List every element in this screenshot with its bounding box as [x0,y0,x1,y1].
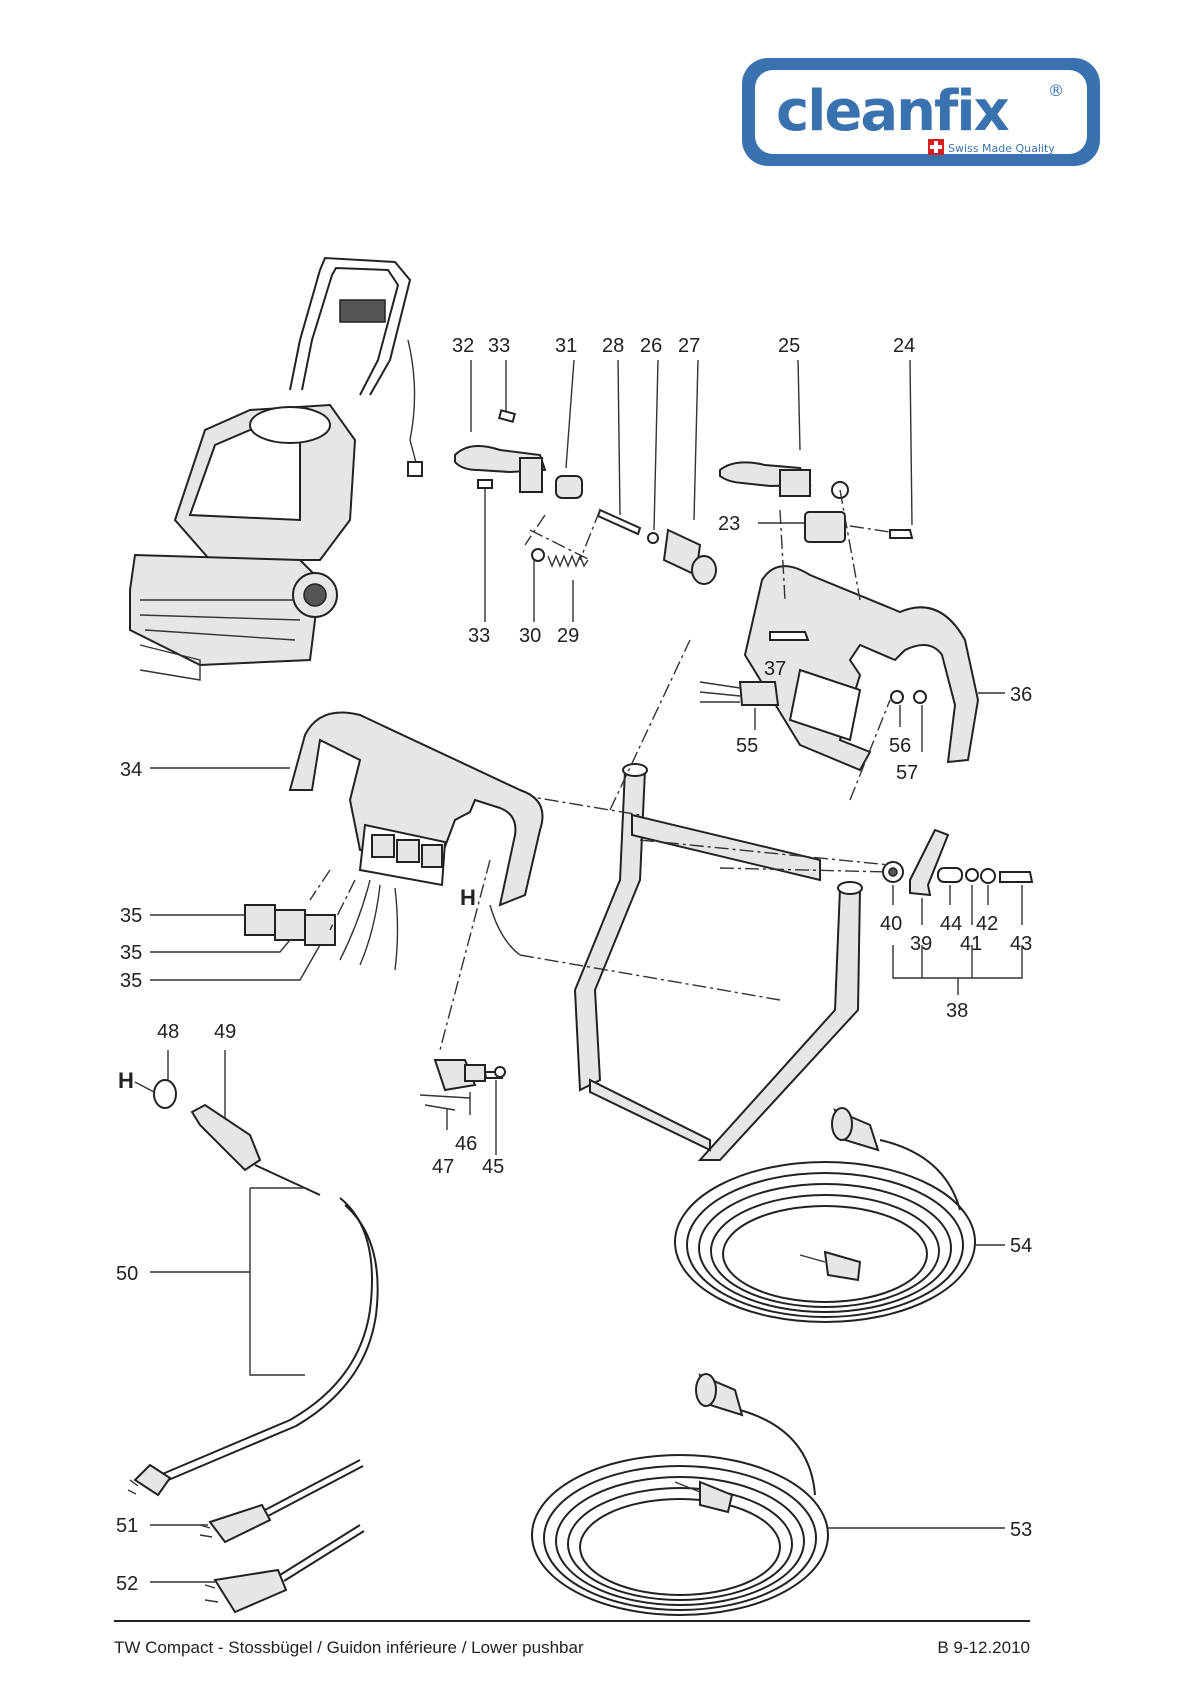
callout-49: 49 [214,1021,236,1043]
callout-41: 41 [960,933,982,955]
callout-H-bottom: H [118,1068,134,1093]
callout-27: 27 [678,335,700,357]
callout-48: 48 [157,1021,179,1043]
logo-tagline: Swiss Made Quality [948,142,1055,155]
callout-37: 37 [764,658,786,680]
callout-29: 29 [557,625,579,647]
callout-46: 46 [455,1133,477,1155]
upper-frame-part-36 [700,490,1005,770]
handle-parts-group [455,360,912,622]
callout-H-top: H [460,885,476,910]
footer-title: TW Compact - Stossbügel / Guidon inférie… [114,1638,584,1658]
callout-39: 39 [910,933,932,955]
callout-35-a: 35 [120,905,142,927]
logo-brand: cleanfix [776,79,1010,144]
callout-35-c: 35 [120,970,142,992]
callout-35-b: 35 [120,942,142,964]
callout-40: 40 [880,913,902,935]
callout-56: 56 [889,735,911,757]
callout-53: 53 [1010,1519,1032,1541]
pushbar-part-34 [150,713,780,1051]
machine-overview-icon [130,258,422,680]
callout-31: 31 [555,335,577,357]
callout-55: 55 [736,735,758,757]
callout-33: 33 [488,335,510,357]
callout-43: 43 [1010,933,1032,955]
footer-code: B 9-12.2010 [937,1638,1030,1658]
callout-32: 32 [452,335,474,357]
callout-47: 47 [432,1156,454,1178]
callout-52: 52 [116,1573,138,1595]
logo-registered: ® [1048,81,1064,100]
callout-28: 28 [602,335,624,357]
callout-57: 57 [896,762,918,784]
callout-24: 24 [893,335,915,357]
callout-42: 42 [976,913,998,935]
coiled-cable-53 [532,1374,1005,1615]
callout-36: 36 [1010,684,1032,706]
callout-33-lower: 33 [468,625,490,647]
callout-45: 45 [482,1156,504,1178]
callout-30: 30 [519,625,541,647]
callout-54: 54 [1010,1235,1032,1257]
callout-51: 51 [116,1515,138,1537]
callout-26: 26 [640,335,662,357]
power-cord-group [128,1050,378,1612]
callout-44: 44 [940,913,962,935]
footer-rule [114,1620,1030,1622]
callout-23: 23 [718,513,740,535]
callout-50: 50 [116,1263,138,1285]
callout-38: 38 [946,1000,968,1022]
cleanfix-logo: cleanfix ® Swiss Made Quality [742,58,1100,166]
callout-25: 25 [778,335,800,357]
callout-34: 34 [120,759,142,781]
